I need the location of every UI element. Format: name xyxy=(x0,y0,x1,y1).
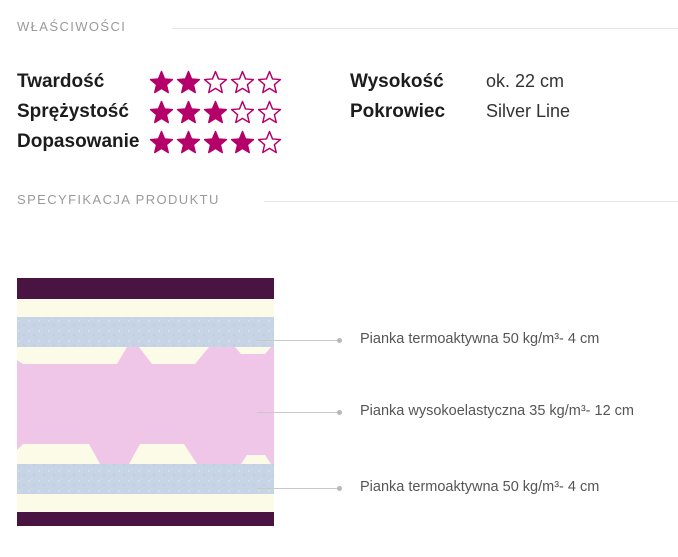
rating-row-elasticity: Sprężystość xyxy=(17,97,282,127)
star-filled-icon xyxy=(230,130,255,155)
rating-label: Dopasowanie xyxy=(17,131,140,152)
star-filled-icon xyxy=(176,130,201,155)
spec-value-cover: Silver Line xyxy=(486,101,571,121)
star-filled-icon xyxy=(149,100,174,125)
bottom-insert xyxy=(17,444,100,464)
bottom-insert xyxy=(241,455,271,464)
specification-divider xyxy=(264,201,678,202)
rating-stars xyxy=(149,100,282,125)
star-empty-icon xyxy=(257,100,282,125)
rating-row-fit: Dopasowanie xyxy=(17,127,282,157)
mattress-cross-section xyxy=(17,278,274,526)
star-filled-icon xyxy=(176,70,201,95)
star-empty-icon xyxy=(257,130,282,155)
layer-leader-dot xyxy=(337,338,342,343)
layer-leader-dot xyxy=(337,486,342,491)
rating-stars xyxy=(149,130,282,155)
rating-label: Twardość xyxy=(17,71,105,92)
star-filled-icon xyxy=(149,70,174,95)
star-empty-icon xyxy=(230,70,255,95)
specification-title: SPECYFIKACJA PRODUKTU xyxy=(17,192,220,207)
star-empty-icon xyxy=(203,70,228,95)
rating-stars xyxy=(149,70,282,95)
layer-label-core: Pianka wysokoelastyczna 35 kg/m³- 12 cm xyxy=(360,403,634,419)
spec-label-height: Wysokość xyxy=(350,71,444,92)
layer-leader-line xyxy=(257,340,339,341)
top-insert xyxy=(235,347,271,354)
layer-leader-line xyxy=(257,412,339,413)
layer-leader-line xyxy=(257,488,339,489)
top-insert xyxy=(17,347,127,364)
layer-label-bottom: Pianka termoaktywna 50 kg/m³- 4 cm xyxy=(360,479,600,495)
properties-title: WŁAŚCIWOŚCI xyxy=(17,19,127,34)
top-insert xyxy=(139,347,209,364)
cover-bottom xyxy=(17,512,274,526)
layer-leader-dot xyxy=(337,410,342,415)
rating-label: Sprężystość xyxy=(17,101,129,122)
top-border xyxy=(17,299,274,317)
star-empty-icon xyxy=(230,100,255,125)
cover-top xyxy=(17,278,274,299)
spec-value-height: ok. 22 cm xyxy=(486,71,565,91)
bottom-border xyxy=(17,494,274,512)
star-filled-icon xyxy=(203,100,228,125)
star-filled-icon xyxy=(149,130,174,155)
bottom-insert xyxy=(129,444,197,464)
star-filled-icon xyxy=(176,100,201,125)
star-empty-icon xyxy=(257,70,282,95)
spec-label-cover: Pokrowiec xyxy=(350,101,446,122)
properties-divider xyxy=(172,28,678,29)
star-filled-icon xyxy=(203,130,228,155)
layer-label-top: Pianka termoaktywna 50 kg/m³- 4 cm xyxy=(360,331,600,347)
rating-row-firmness: Twardość xyxy=(17,67,282,97)
